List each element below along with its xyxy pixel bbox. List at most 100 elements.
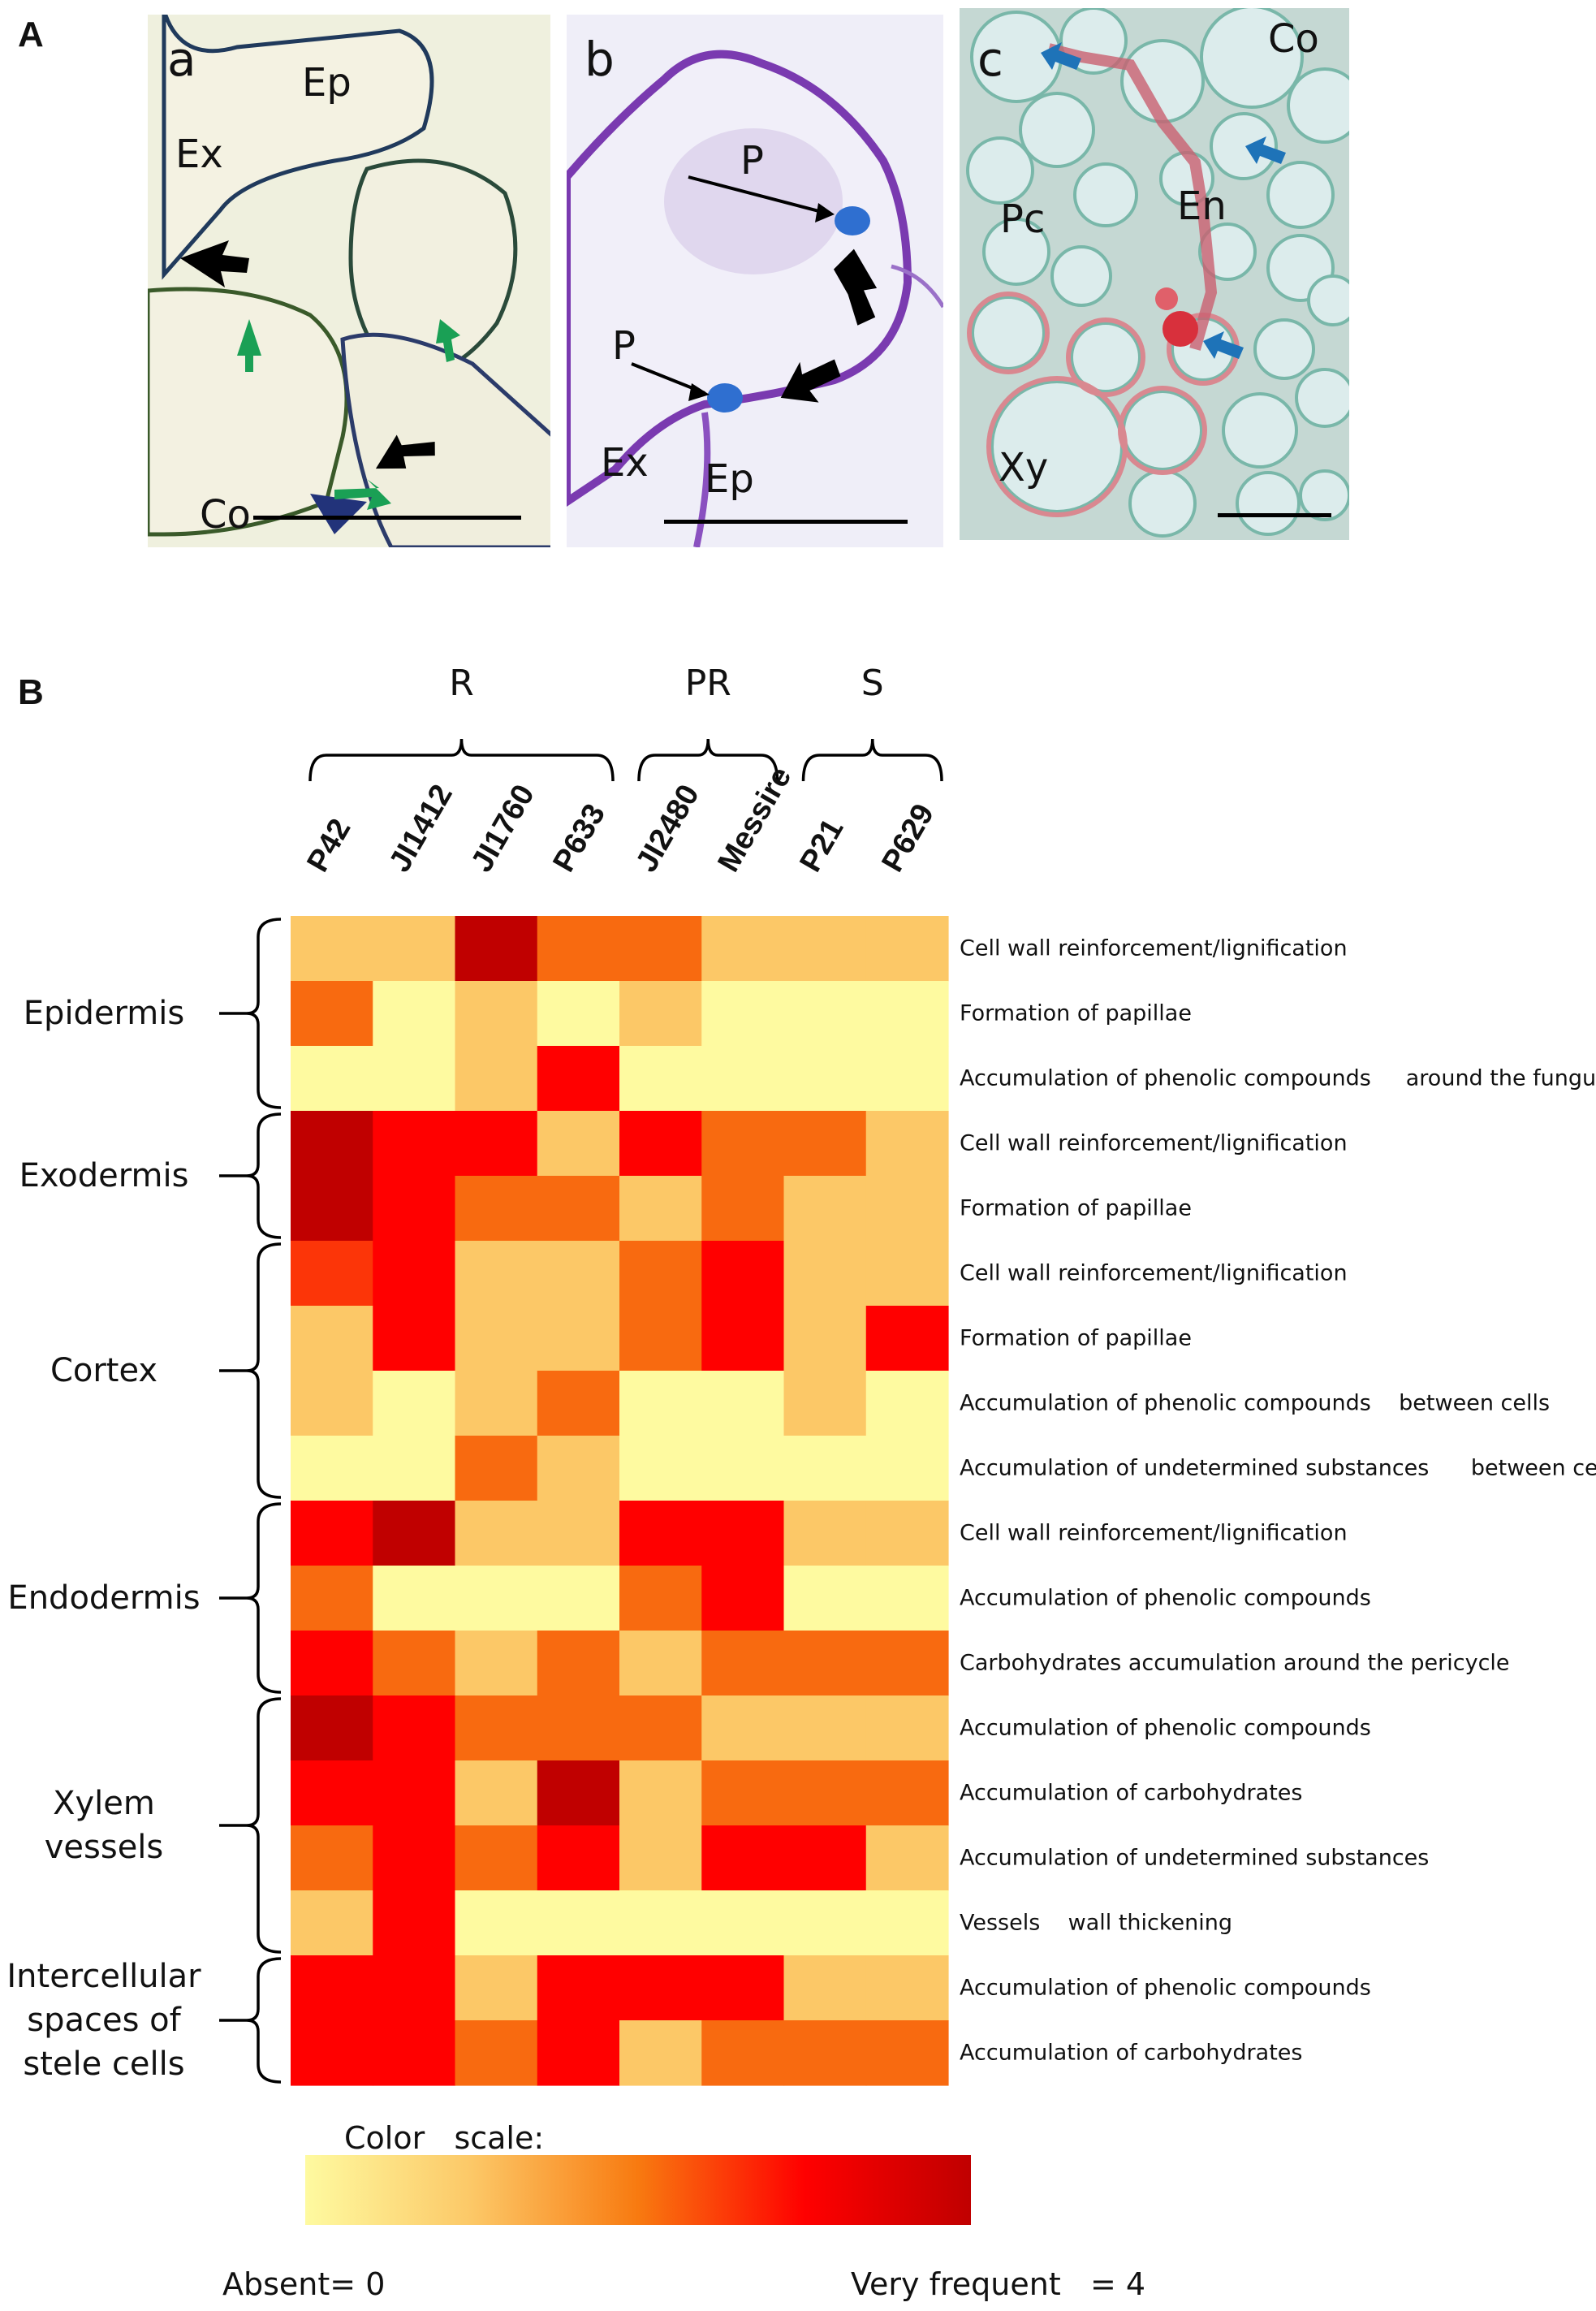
heatmap-cell (619, 1760, 702, 1826)
heatmap-cell (537, 1890, 620, 1956)
row-label: Accumulation of phenolic compounds aroun… (960, 1065, 1596, 1091)
heatmap-cell (537, 1501, 620, 1566)
panel-b-letter: B (18, 672, 44, 712)
heatmap-cell (619, 1306, 702, 1371)
micrograph-b-label-p1: P (740, 138, 764, 184)
heatmap-cell (701, 1890, 785, 1956)
micrograph-a: a Ep Ex Co (148, 15, 550, 547)
heatmap-cell (701, 1825, 785, 1891)
heatmap-cell (783, 1046, 867, 1112)
heatmap-cell (701, 1371, 785, 1436)
color-scale-title: Color scale: (344, 2120, 545, 2156)
micrograph-b-label-p2: P (612, 323, 636, 369)
heatmap-cell (537, 1111, 620, 1177)
category-label: Epidermis (23, 995, 185, 1032)
row-label: Accumulation of carbohydrates (960, 2040, 1303, 2066)
heatmap-cell (701, 1436, 785, 1501)
heatmap-cell (865, 1566, 949, 1631)
heatmap-cell (783, 1306, 867, 1371)
heatmap-cell (291, 1046, 373, 1112)
color-scale-max-label: Very frequent = 4 (851, 2266, 1146, 2302)
heatmap-cell (455, 1306, 538, 1371)
group-label: PR (684, 663, 731, 704)
heatmap-cell (455, 1111, 538, 1177)
category-label: Exodermis (19, 1157, 189, 1194)
heatmap-cell (537, 916, 620, 982)
heatmap-cell (291, 1371, 373, 1436)
heatmap-cell (373, 916, 456, 982)
heatmap-cell (865, 1825, 949, 1891)
heatmap-cell (455, 1501, 538, 1566)
heatmap-cell (373, 1176, 456, 1242)
micrograph-a-label-ex: Ex (175, 132, 223, 177)
heatmap-cell (701, 1695, 785, 1761)
micrograph-b: b P P Ex Ep (567, 15, 943, 547)
heatmap-cell (701, 2020, 785, 2086)
heatmap-cell (783, 2020, 867, 2086)
heatmap-cell (537, 1955, 620, 2021)
heatmap-cell (619, 1955, 702, 2021)
heatmap-cell (619, 1371, 702, 1436)
heatmap-cell (537, 2020, 620, 2086)
heatmap-cell (373, 1825, 456, 1891)
heatmap-cell (291, 1176, 373, 1242)
micrograph-c-label-co: Co (1268, 16, 1319, 62)
panel-a-letter: A (18, 15, 44, 54)
heatmap-cell (783, 981, 867, 1047)
heatmap-cell (619, 981, 702, 1047)
micrograph-c-label-pc: Pc (1000, 197, 1046, 242)
heatmap-cell (783, 1890, 867, 1956)
row-label: Accumulation of phenolic compounds (960, 1715, 1371, 1741)
heatmap-cell (291, 1241, 373, 1307)
heatmap-cell (537, 1046, 620, 1112)
row-label: Cell wall reinforcement/lignification (960, 935, 1348, 961)
micrograph-c-label-xy: Xy (999, 445, 1049, 490)
heatmap-cell (537, 1436, 620, 1501)
heatmap-cell (783, 1176, 867, 1242)
heatmap-cell (865, 1111, 949, 1177)
color-scale-min-label: Absent= 0 (222, 2266, 386, 2302)
heatmap-cell (537, 1371, 620, 1436)
heatmap-cell (373, 1566, 456, 1631)
heatmap-cell (865, 1436, 949, 1501)
heatmap-cell (291, 1825, 373, 1891)
group-label: R (449, 663, 474, 704)
heatmap-cell (291, 1695, 373, 1761)
heatmap-cell (455, 1566, 538, 1631)
heatmap-cell (537, 1306, 620, 1371)
heatmap-cell (373, 1890, 456, 1956)
group-label: S (861, 663, 884, 704)
heatmap-cell (537, 1241, 620, 1307)
heatmap-cell (619, 2020, 702, 2086)
micrograph-c: c Co Pc En Xy (960, 8, 1349, 540)
heatmap-cell (455, 1825, 538, 1891)
heatmap-cell (373, 981, 456, 1047)
heatmap-cell (783, 1436, 867, 1501)
heatmap-cell (291, 1631, 373, 1696)
micrograph-c-letter: c (977, 32, 1003, 87)
row-label: Cell wall reinforcement/lignification (960, 1260, 1348, 1286)
heatmap-cell (783, 1566, 867, 1631)
heatmap-cell (701, 1046, 785, 1112)
micrograph-b-letter: b (584, 32, 615, 87)
heatmap-cell (373, 1371, 456, 1436)
heatmap-cell (373, 1631, 456, 1696)
heatmap-cell (701, 981, 785, 1047)
heatmap-cell (865, 1176, 949, 1242)
heatmap-cell (783, 1371, 867, 1436)
row-label: Accumulation of phenolic compounds (960, 1585, 1371, 1611)
micrograph-b-label-ex: Ex (601, 440, 649, 486)
row-label: Formation of papillae (960, 1325, 1192, 1351)
heatmap-cell (701, 1955, 785, 2021)
heatmap-cell (701, 1306, 785, 1371)
heatmap-cell (783, 1501, 867, 1566)
row-label: Vessels wall thickening (960, 1910, 1233, 1936)
row-label: Cell wall reinforcement/lignification (960, 1130, 1348, 1156)
heatmap-cell (291, 1760, 373, 1826)
heatmap-cell (373, 1695, 456, 1761)
heatmap-cell (291, 2020, 373, 2086)
row-label: Accumulation of undetermined substances (960, 1845, 1430, 1871)
heatmap-cell (373, 1306, 456, 1371)
